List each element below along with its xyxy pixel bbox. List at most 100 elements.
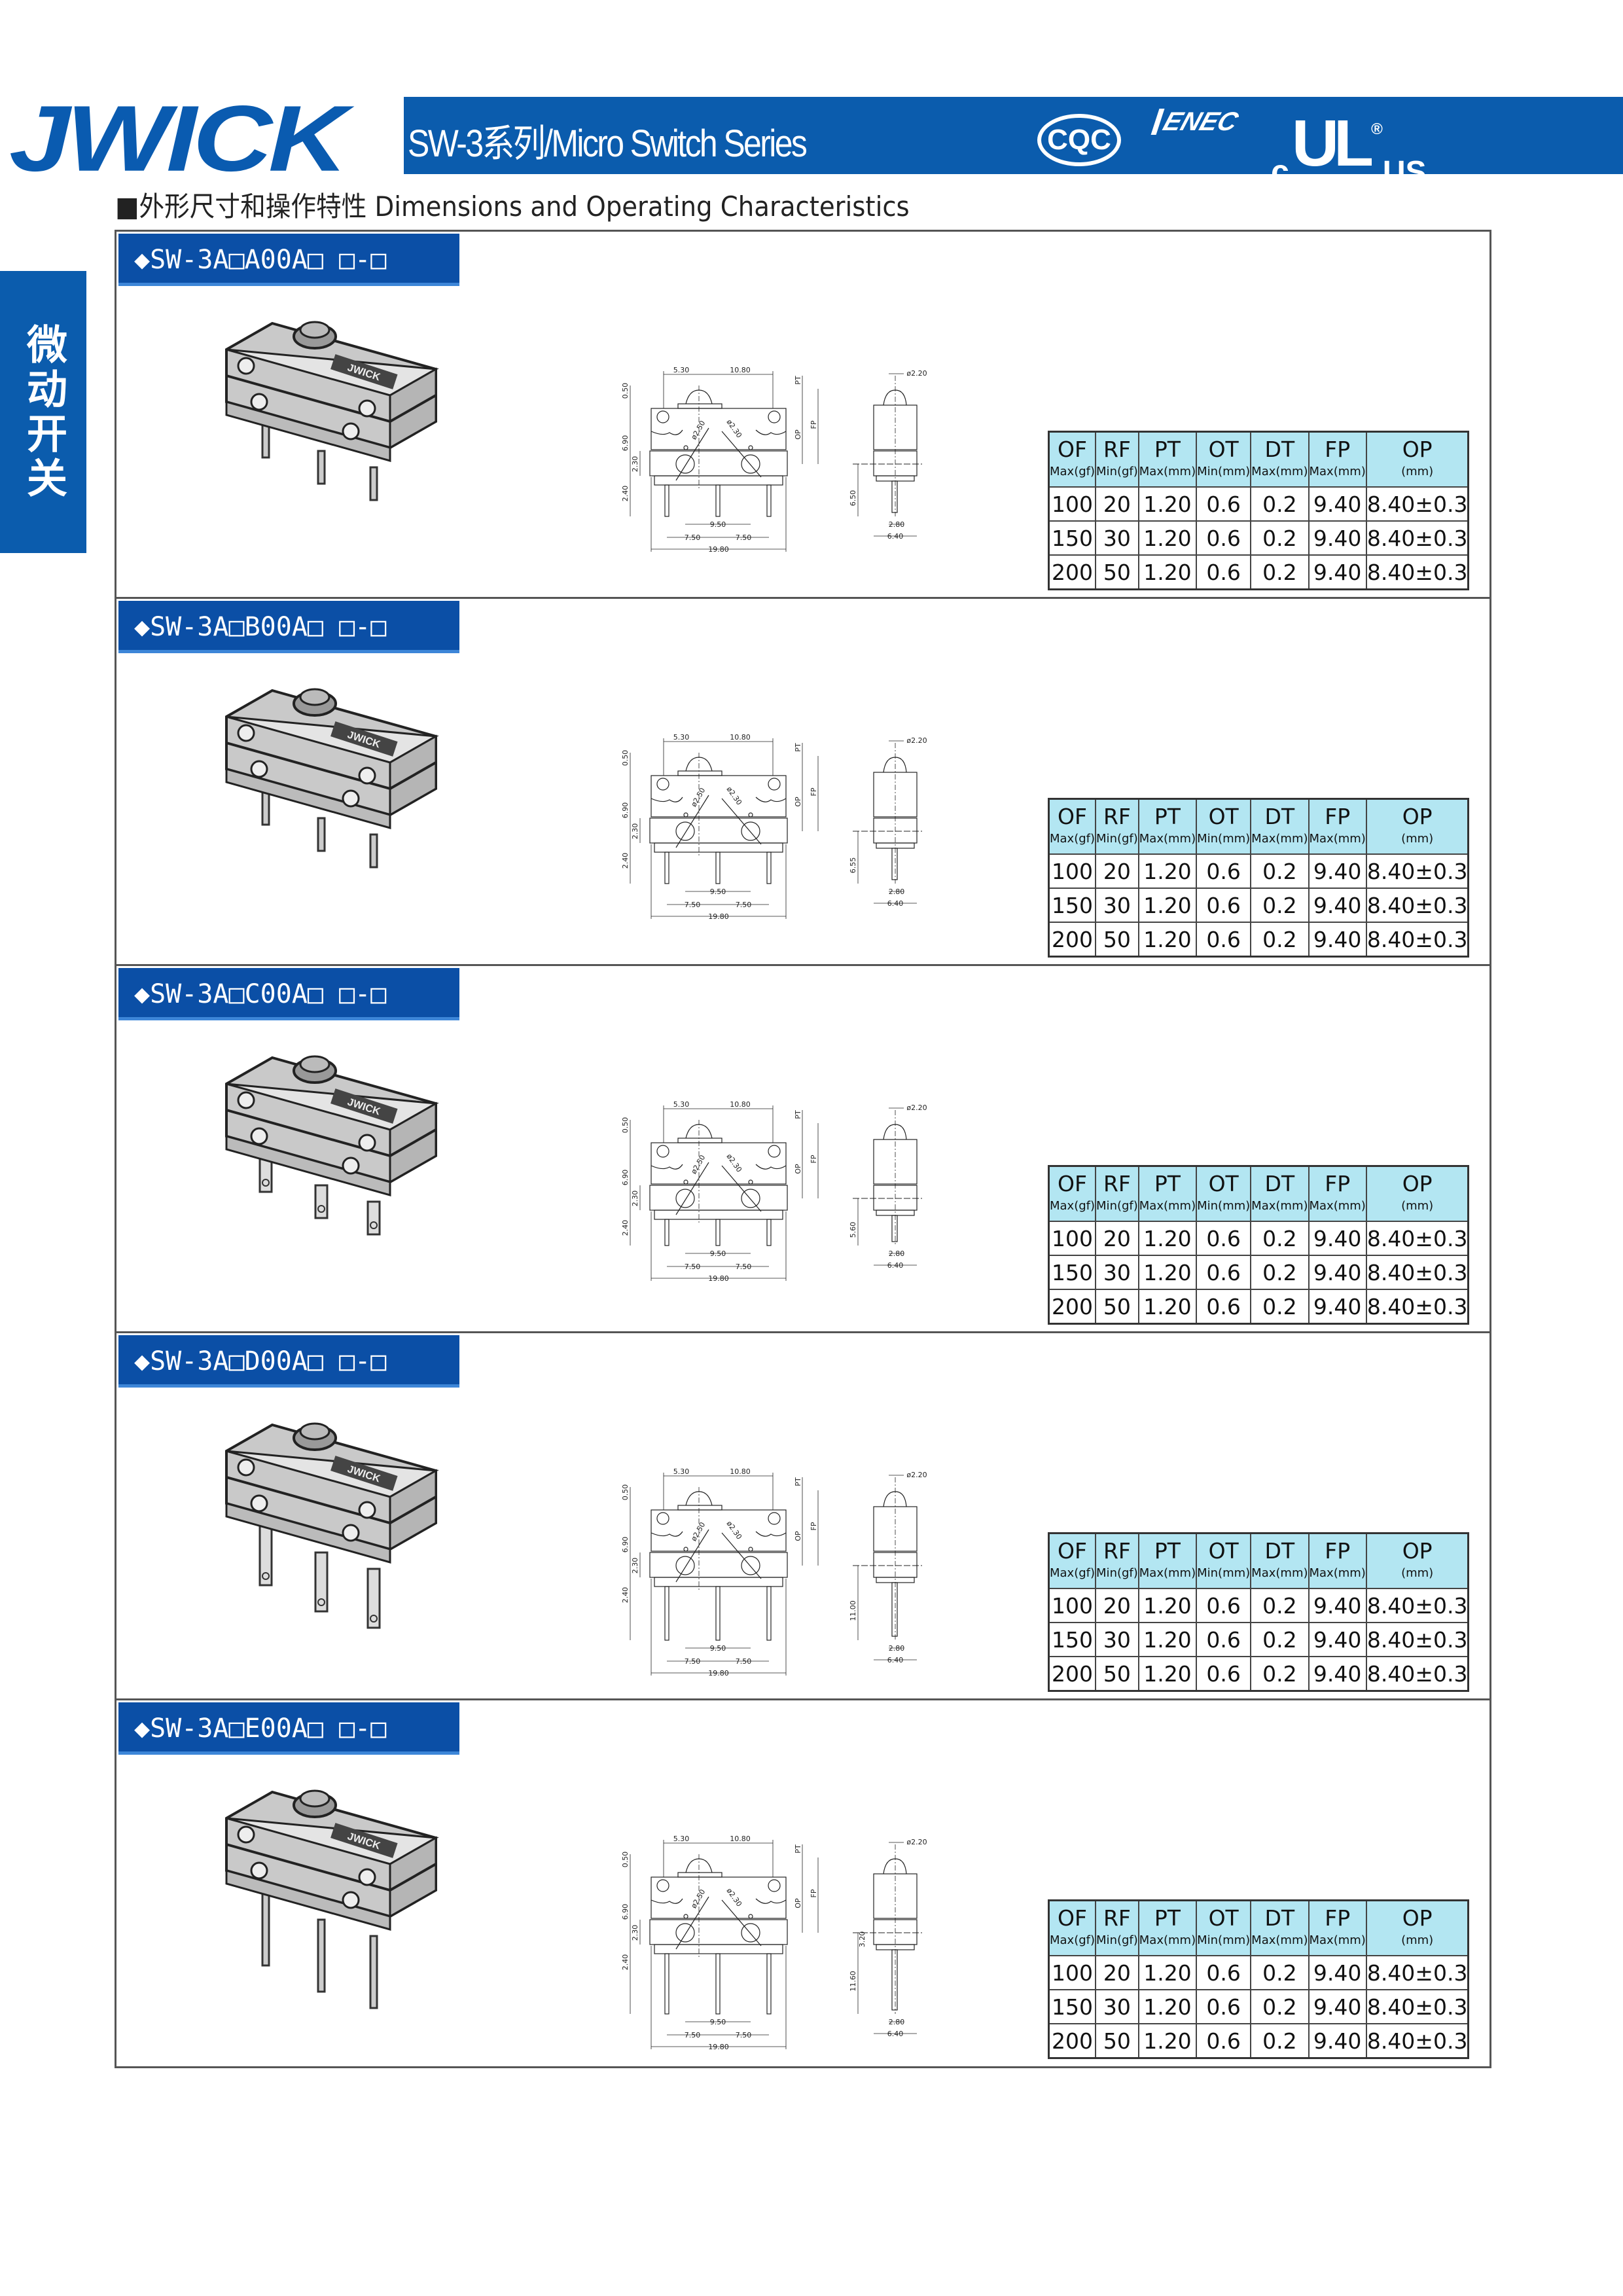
spec-header-op: OP(mm)	[1365, 1165, 1469, 1222]
category-side-tab: 微动开关	[0, 271, 86, 553]
front-view	[649, 1854, 788, 2015]
product-section: ◆SW-3A□E00A□ □-□ JWICK	[116, 1700, 1489, 2068]
spec-cell: 0.2	[1250, 1955, 1310, 1990]
spec-cell: 0.6	[1196, 1588, 1252, 1623]
dim-fp: FP	[810, 1522, 818, 1530]
spec-cell: 0.2	[1250, 888, 1310, 923]
spec-cell: 100	[1048, 486, 1097, 522]
spec-header-name: DT	[1264, 804, 1295, 829]
spec-header-name: OT	[1208, 1905, 1239, 1931]
ul-c: c	[1271, 153, 1289, 190]
spec-cell: 1.20	[1137, 1588, 1198, 1623]
spec-cell: 0.6	[1196, 1656, 1252, 1692]
spec-cell: 8.40±0.3	[1365, 2023, 1469, 2059]
dim-lead-length: 11.00	[849, 1600, 857, 1621]
spec-cell: 150	[1048, 1989, 1097, 2024]
spec-cell: 20	[1095, 486, 1139, 522]
spec-cell: 1.20	[1137, 2023, 1198, 2059]
dim-5-30: 5.30	[673, 1835, 690, 1843]
spec-header-unit: Max(mm)	[1251, 1566, 1308, 1580]
spec-header-name: DT	[1264, 1905, 1295, 1931]
dim-7-50-right: 7.50	[736, 1657, 752, 1666]
terminal-pin	[317, 450, 326, 485]
dim-phi-2-20: ø2.20	[906, 1103, 927, 1112]
spec-cell: 9.40	[1308, 1622, 1367, 1657]
dim-2-30: 2.30	[631, 1925, 639, 1941]
dim-6-40: 6.40	[887, 1656, 904, 1664]
terminal-pin	[369, 1935, 378, 2009]
spec-cell: 9.40	[1308, 1955, 1367, 1990]
dim-phi-2-20: ø2.20	[906, 1838, 927, 1846]
side-view	[853, 1842, 922, 2034]
model-label: ◆SW-3A□C00A□ □-□	[118, 968, 459, 1020]
dim-fp: FP	[810, 420, 818, 429]
spec-header-op: OP(mm)	[1365, 798, 1469, 855]
spec-header-name: OP	[1402, 1905, 1433, 1931]
spec-header-unit: Min(gf)	[1096, 1566, 1138, 1580]
dim-op: OP	[794, 1531, 802, 1541]
dim-9-50: 9.50	[710, 520, 726, 529]
dim-6-90: 6.90	[621, 1537, 630, 1553]
terminal-pin	[261, 423, 270, 459]
spec-cell: 100	[1048, 1588, 1097, 1623]
spec-cell: 8.40±0.3	[1365, 853, 1469, 889]
product-frame: ◆SW-3A□A00A□ □-□ JWICK	[115, 230, 1491, 2068]
spec-header-op: OP(mm)	[1365, 1899, 1469, 1956]
dim-19-80: 19.80	[708, 1274, 729, 1283]
spec-cell: 30	[1095, 520, 1139, 556]
dimension-lines	[630, 371, 819, 552]
spec-cell: 0.6	[1196, 1622, 1252, 1657]
dim-7-50-left: 7.50	[685, 901, 701, 909]
side-view	[853, 740, 922, 904]
spec-header-name: OF	[1058, 437, 1087, 462]
spec-header-unit: (mm)	[1401, 1566, 1434, 1580]
spec-cell: 0.6	[1196, 853, 1252, 889]
spec-cell: 1.20	[1137, 1656, 1198, 1692]
spec-cell: 9.40	[1308, 2023, 1367, 2059]
dim-6-40: 6.40	[887, 2030, 904, 2038]
dim-5-30: 5.30	[673, 1100, 690, 1109]
brand-logo: JWICK	[9, 86, 348, 191]
spec-cell: 8.40±0.3	[1365, 1622, 1469, 1657]
spec-header-name: OF	[1058, 804, 1087, 829]
enec-cert-icon: ENEC	[1150, 107, 1241, 136]
terminal-pin	[317, 1918, 326, 1993]
spec-cell: 9.40	[1308, 554, 1367, 590]
spec-header-unit: Min(gf)	[1096, 465, 1138, 478]
dim-op: OP	[794, 797, 802, 807]
spec-header-unit: Min(mm)	[1197, 1933, 1251, 1947]
front-view	[649, 386, 788, 517]
spec-header-name: PT	[1154, 437, 1181, 462]
spec-header-unit: Max(mm)	[1251, 1933, 1308, 1947]
product-photo: JWICK	[225, 688, 439, 869]
spec-cell: 0.2	[1250, 486, 1310, 522]
model-label: ◆SW-3A□E00A□ □-□	[118, 1702, 459, 1755]
dim-pt: PT	[794, 1110, 802, 1119]
dim-2-40: 2.40	[621, 1954, 630, 1971]
dim-6-40: 6.40	[887, 1261, 904, 1270]
dim-0-50: 0.50	[621, 1852, 630, 1868]
product-section: ◆SW-3A□B00A□ □-□ JWICK	[116, 599, 1489, 966]
dim-phi-2-20: ø2.20	[906, 736, 927, 745]
spec-header-name: OP	[1402, 437, 1433, 462]
dim-pt: PT	[794, 1477, 802, 1486]
terminal-tab	[314, 1551, 329, 1613]
spec-cell: 50	[1095, 922, 1139, 958]
